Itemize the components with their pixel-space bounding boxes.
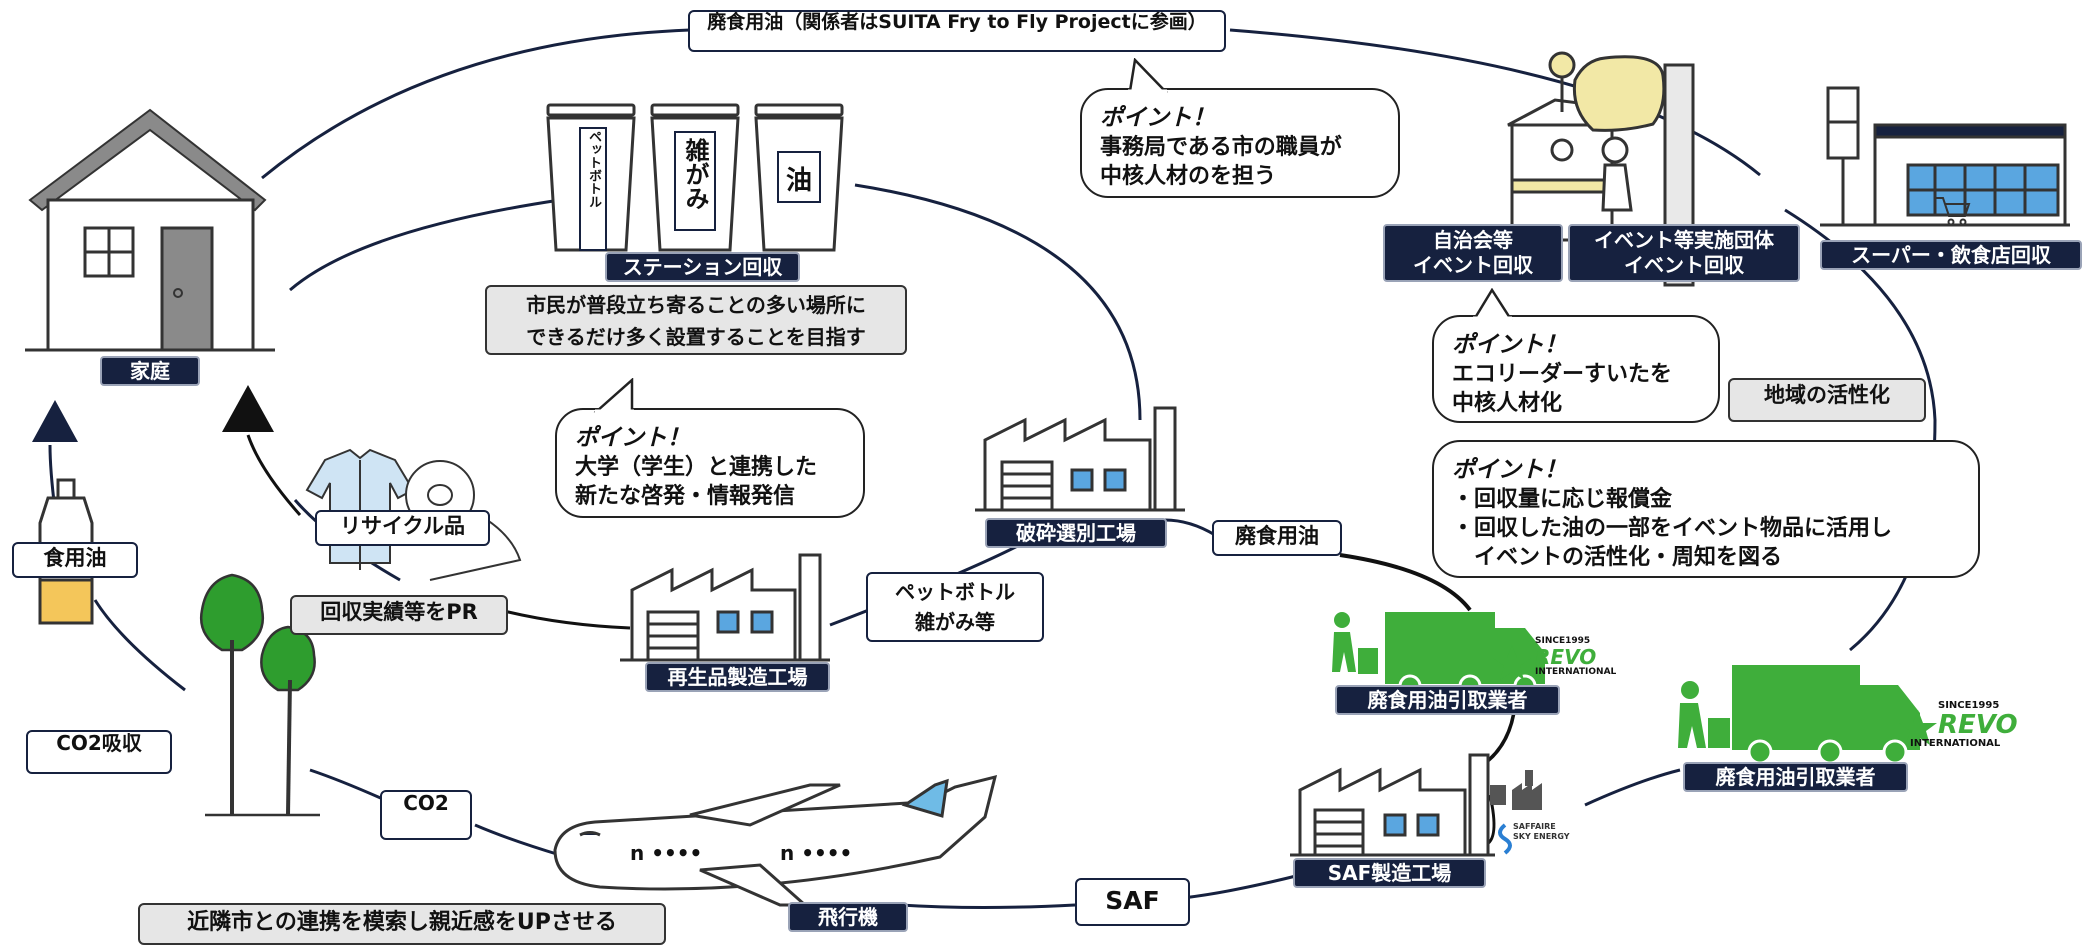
saf-flow-label: SAF (1075, 878, 1190, 926)
revo-name-text: REVO (1535, 645, 1597, 669)
home-label: 家庭 (100, 356, 200, 386)
revo-logo-text-2: SINCE1995 REVO INTERNATIONAL (1910, 700, 2018, 750)
saffaire-logo-icon (1490, 770, 1542, 855)
top-waste-oil-label: 廃食用油（関係者はSUITA Fry to Fly Projectに参画） (688, 10, 1226, 52)
line-top-to-event (1229, 28, 1761, 177)
point-line: イベントの活性化・周知を図る (1452, 545, 1783, 570)
saf-factory-icon (1290, 753, 1495, 857)
revo-sub-text: INTERNATIONAL (1910, 738, 2001, 749)
line-collector2-to-saf (1584, 768, 1681, 807)
line-home-to-station (289, 198, 561, 292)
station-label: ステーション回収 (605, 252, 800, 282)
svg-text:n ••••: n •••• (630, 841, 702, 865)
regional-activation-note: 地域の活性化 (1728, 378, 1926, 422)
pet-paper-flow-label: ペットボトル 雑がみ等 (866, 572, 1044, 642)
point-line: ・回収量に応じ報償金 (1452, 487, 1673, 512)
point-line: ・回収した油の一部をイベント物品に活用し (1452, 516, 1893, 541)
bin-oil-label: 油 (785, 166, 812, 196)
revo-name-text: REVO (1938, 710, 2018, 740)
house-icon (25, 108, 275, 352)
point-heading: ポイント！ (1452, 332, 1567, 358)
line-station-to-crush (854, 183, 1142, 421)
bin-paper-label: 雑がみ (681, 138, 709, 210)
cooking-oil-label: 食用油 (12, 542, 138, 578)
saffaire-logo-text: SAFFAIRE SKY ENERGY (1513, 822, 1588, 842)
shopping-cart-icon (1935, 197, 1971, 226)
bin-pet-label: ペットボトル (586, 130, 601, 208)
recycle-factory-icon (620, 553, 830, 662)
line-safbox-to-plane (899, 903, 1076, 909)
line-shirt-to-arrow (246, 434, 302, 516)
collector-label-1: 廃食用油引取業者 (1335, 685, 1560, 715)
point-bubble-university: ポイント！ 大学（学生）と連携した 新たな啓発・情報発信 (555, 408, 865, 518)
bubble-tail-university-icon (593, 378, 634, 413)
point-line: 大学（学生）と連携した (575, 455, 818, 480)
point-line: 中核人材化 (1452, 391, 1563, 416)
point-line: エコリーダーすいたを (1452, 362, 1673, 387)
revo-since-text: SINCE1995 (1535, 636, 1591, 646)
point-line: 事務局である市の職員が (1100, 135, 1342, 160)
point-line: 中核人材のを担う (1100, 164, 1277, 189)
point-heading: ポイント！ (1100, 105, 1215, 131)
revo-sub-text: INTERNATIONAL (1535, 667, 1617, 677)
co2-absorb-label: CO2吸収 (26, 730, 172, 774)
saf-factory-label: SAF製造工場 (1293, 858, 1486, 888)
collector-label-2: 廃食用油引取業者 (1683, 762, 1908, 792)
station-goal-note: 市民が普段立ち寄ることの多い場所に できるだけ多く設置することを目指す (485, 285, 907, 355)
waste-oil-flow-label: 廃食用油 (1212, 520, 1342, 556)
recycling-bins-icon (546, 103, 844, 252)
line-crush-to-oil (1164, 518, 1216, 537)
neighbor-city-note: 近隣市との連携を模索し親近感をUPさせる (138, 903, 666, 945)
crush-factory-icon (975, 406, 1185, 512)
neighborhood-label: 自治会等 イベント回収 (1383, 224, 1563, 282)
recycled-goods-label: リサイクル品 (315, 510, 490, 546)
line-co2-to-trees (309, 768, 386, 802)
bubble-tail-office-icon (1128, 58, 1168, 93)
pr-note: 回収実績等をPR (290, 595, 508, 635)
recycle-factory-label: 再生品製造工場 (645, 662, 830, 692)
line-recycle-to-pr (499, 608, 631, 630)
line-right-arc (1784, 208, 1937, 652)
point-heading: ポイント！ (1452, 457, 1567, 483)
revo-logo-text-1: SINCE1995 REVO INTERNATIONAL (1535, 636, 1617, 678)
point-bubble-reward: ポイント！ ・回収量に応じ報償金 ・回収した油の一部をイベント物品に活用し イベ… (1432, 440, 1980, 578)
point-heading: ポイント！ (575, 425, 690, 451)
point-bubble-eco-leader: ポイント！ エコリーダーすいたを 中核人材化 (1432, 315, 1720, 423)
airplane-label: 飛行機 (788, 902, 908, 932)
airplane-icon: n •••• n •••• (553, 774, 998, 907)
saffaire-name-text: SAFFAIRE (1513, 822, 1556, 831)
revo-since-text: SINCE1995 (1938, 700, 2000, 711)
arrow-up-middle (222, 385, 274, 432)
event-org-label: イベント等実施団体 イベント回収 (1568, 224, 1800, 282)
crush-factory-label: 破砕選別工場 (985, 518, 1167, 548)
line-oil-to-collector (1339, 553, 1472, 612)
line-trees-to-oil (93, 599, 186, 692)
bubble-tail-eco-icon (1472, 288, 1513, 320)
saffaire-sub-text: SKY ENERGY (1513, 832, 1570, 841)
trees-icon (199, 573, 320, 817)
point-bubble-office: ポイント！ 事務局である市の職員が 中核人材のを担う (1080, 88, 1400, 198)
truck-icon-2 (1678, 665, 1920, 765)
point-line: 新たな啓発・情報発信 (575, 484, 796, 509)
revo-logo-icon (1493, 645, 1937, 745)
supermarket-label: スーパー・飲食店回収 (1820, 240, 2082, 270)
line-plane-to-co2 (474, 823, 561, 857)
co2-flow-label: CO2 (380, 790, 472, 840)
line-home-to-top (261, 28, 691, 180)
arrow-up-left (32, 400, 78, 442)
svg-text:n ••••: n •••• (780, 841, 852, 865)
supermarket-icon (1820, 86, 2070, 227)
